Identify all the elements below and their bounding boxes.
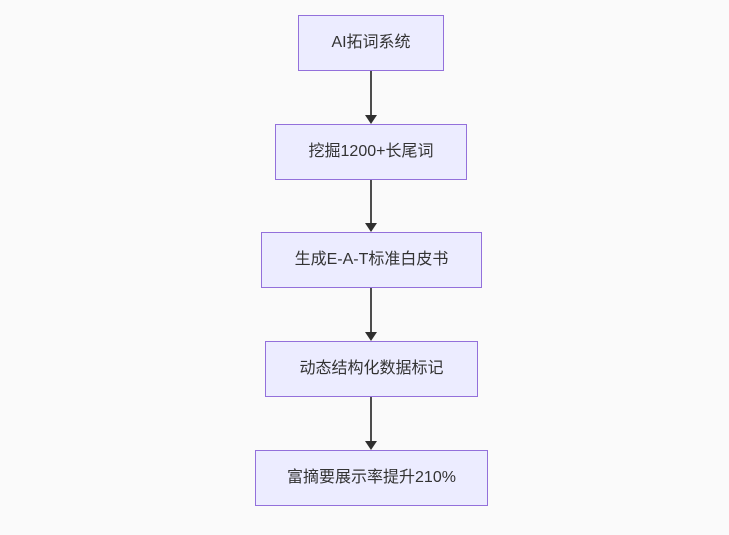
edge-c-d-arrowhead-icon: [365, 332, 377, 341]
edge-c-d-line: [370, 288, 372, 333]
edge-d-e-arrowhead-icon: [365, 441, 377, 450]
edge-a-b-line: [370, 71, 372, 116]
node-label: 挖掘1200+长尾词: [308, 143, 434, 161]
flowchart-node-structured-data-markup: 动态结构化数据标记: [265, 341, 478, 397]
flowchart-node-ai-word-system: AI拓词系统: [298, 15, 444, 71]
edge-a-b-arrowhead-icon: [365, 115, 377, 124]
edge-b-c-arrowhead-icon: [365, 223, 377, 232]
flowchart-node-longtail-mining: 挖掘1200+长尾词: [275, 124, 467, 180]
edge-d-e-line: [370, 397, 372, 442]
flowchart-node-rich-snippet-result: 富摘要展示率提升210%: [255, 450, 488, 506]
edge-b-c-line: [370, 180, 372, 224]
node-label: AI拓词系统: [331, 34, 411, 52]
node-label: 动态结构化数据标记: [299, 360, 444, 378]
node-label: 富摘要展示率提升210%: [287, 469, 456, 487]
node-label: 生成E-A-T标准白皮书: [294, 251, 449, 269]
flowchart-node-eat-whitepaper: 生成E-A-T标准白皮书: [261, 232, 482, 288]
